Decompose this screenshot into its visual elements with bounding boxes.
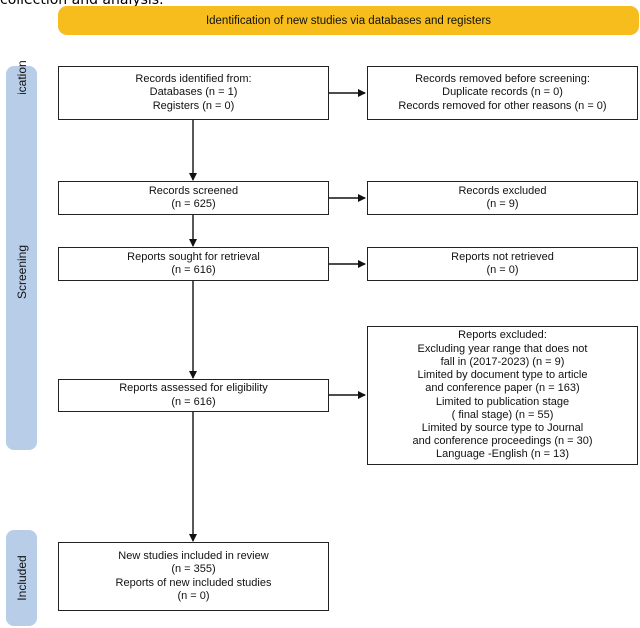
records-removed-line: Records removed before screening: xyxy=(415,73,590,86)
included-studies-line: (n = 0) xyxy=(177,589,210,602)
included-studies-line: New studies included in review xyxy=(118,550,269,563)
reports-excluded-line: ( final stage) (n = 55) xyxy=(451,408,554,421)
reports-sought-box: Reports sought for retrieval (n = 616) xyxy=(58,247,329,281)
records-excluded-box: Records excluded (n = 9) xyxy=(367,181,638,215)
reports-excluded-line: Limited to publication stage xyxy=(435,395,570,408)
reports-excluded-line: and conference paper (n = 163) xyxy=(425,382,580,395)
reports-not-retrieved-line: (n = 0) xyxy=(486,264,519,276)
records-removed-line: Records removed for other reasons (n = 0… xyxy=(398,99,607,112)
phase-included: Included xyxy=(6,530,37,626)
reports-sought-line: Reports sought for retrieval xyxy=(127,250,260,263)
records-excluded-line: (n = 9) xyxy=(486,198,519,210)
reports-excluded-line: Limited by source type to Journal xyxy=(421,421,584,434)
phase-screening: Screening xyxy=(6,94,37,450)
records-identified-box: Records identified from: Databases (n = … xyxy=(58,66,329,120)
header-bar: Identification of new studies via databa… xyxy=(58,6,639,35)
records-excluded-line: Records excluded xyxy=(458,184,547,197)
records-identified-line: Records identified from: xyxy=(135,73,252,86)
reports-not-retrieved-box: Reports not retrieved (n = 0) xyxy=(367,247,638,281)
reports-not-retrieved-line: Reports not retrieved xyxy=(451,250,554,263)
reports-assessed-line: (n = 616) xyxy=(171,395,216,408)
reports-assessed-line: Reports assessed for eligibility xyxy=(119,382,268,395)
included-studies-box: New studies included in review (n = 355)… xyxy=(58,542,329,611)
header-title: Identification of new studies via databa… xyxy=(205,14,492,27)
records-screened-line: Records screened xyxy=(148,184,239,197)
reports-excluded-line: Limited by document type to article xyxy=(417,369,588,382)
reports-excluded-line: and conference proceedings (n = 30) xyxy=(412,435,593,448)
records-identified-line: Registers (n = 0) xyxy=(152,99,235,112)
reports-sought-line: (n = 616) xyxy=(171,264,216,276)
records-removed-box: Records removed before screening: Duplic… xyxy=(367,66,638,120)
records-removed-line: Duplicate records (n = 0) xyxy=(442,86,563,99)
caption-fragment: collection and analysis. xyxy=(0,0,164,8)
records-identified-line: Databases (n = 1) xyxy=(149,86,238,99)
reports-excluded-line: Reports excluded: xyxy=(458,329,547,342)
reports-assessed-box: Reports assessed for eligibility (n = 61… xyxy=(58,379,329,412)
reports-excluded-line: Excluding year range that does not xyxy=(417,342,588,355)
reports-excluded-line: Language -English (n = 13) xyxy=(435,448,569,461)
records-screened-box: Records screened (n = 625) xyxy=(58,181,329,215)
included-studies-line: Reports of new included studies xyxy=(115,576,272,589)
records-screened-line: (n = 625) xyxy=(171,198,216,210)
included-studies-line: (n = 355) xyxy=(171,563,216,576)
reports-excluded-line: fall in (2017-2023) (n = 9) xyxy=(440,355,565,368)
reports-excluded-box: Reports excluded: Excluding year range t… xyxy=(367,326,638,465)
